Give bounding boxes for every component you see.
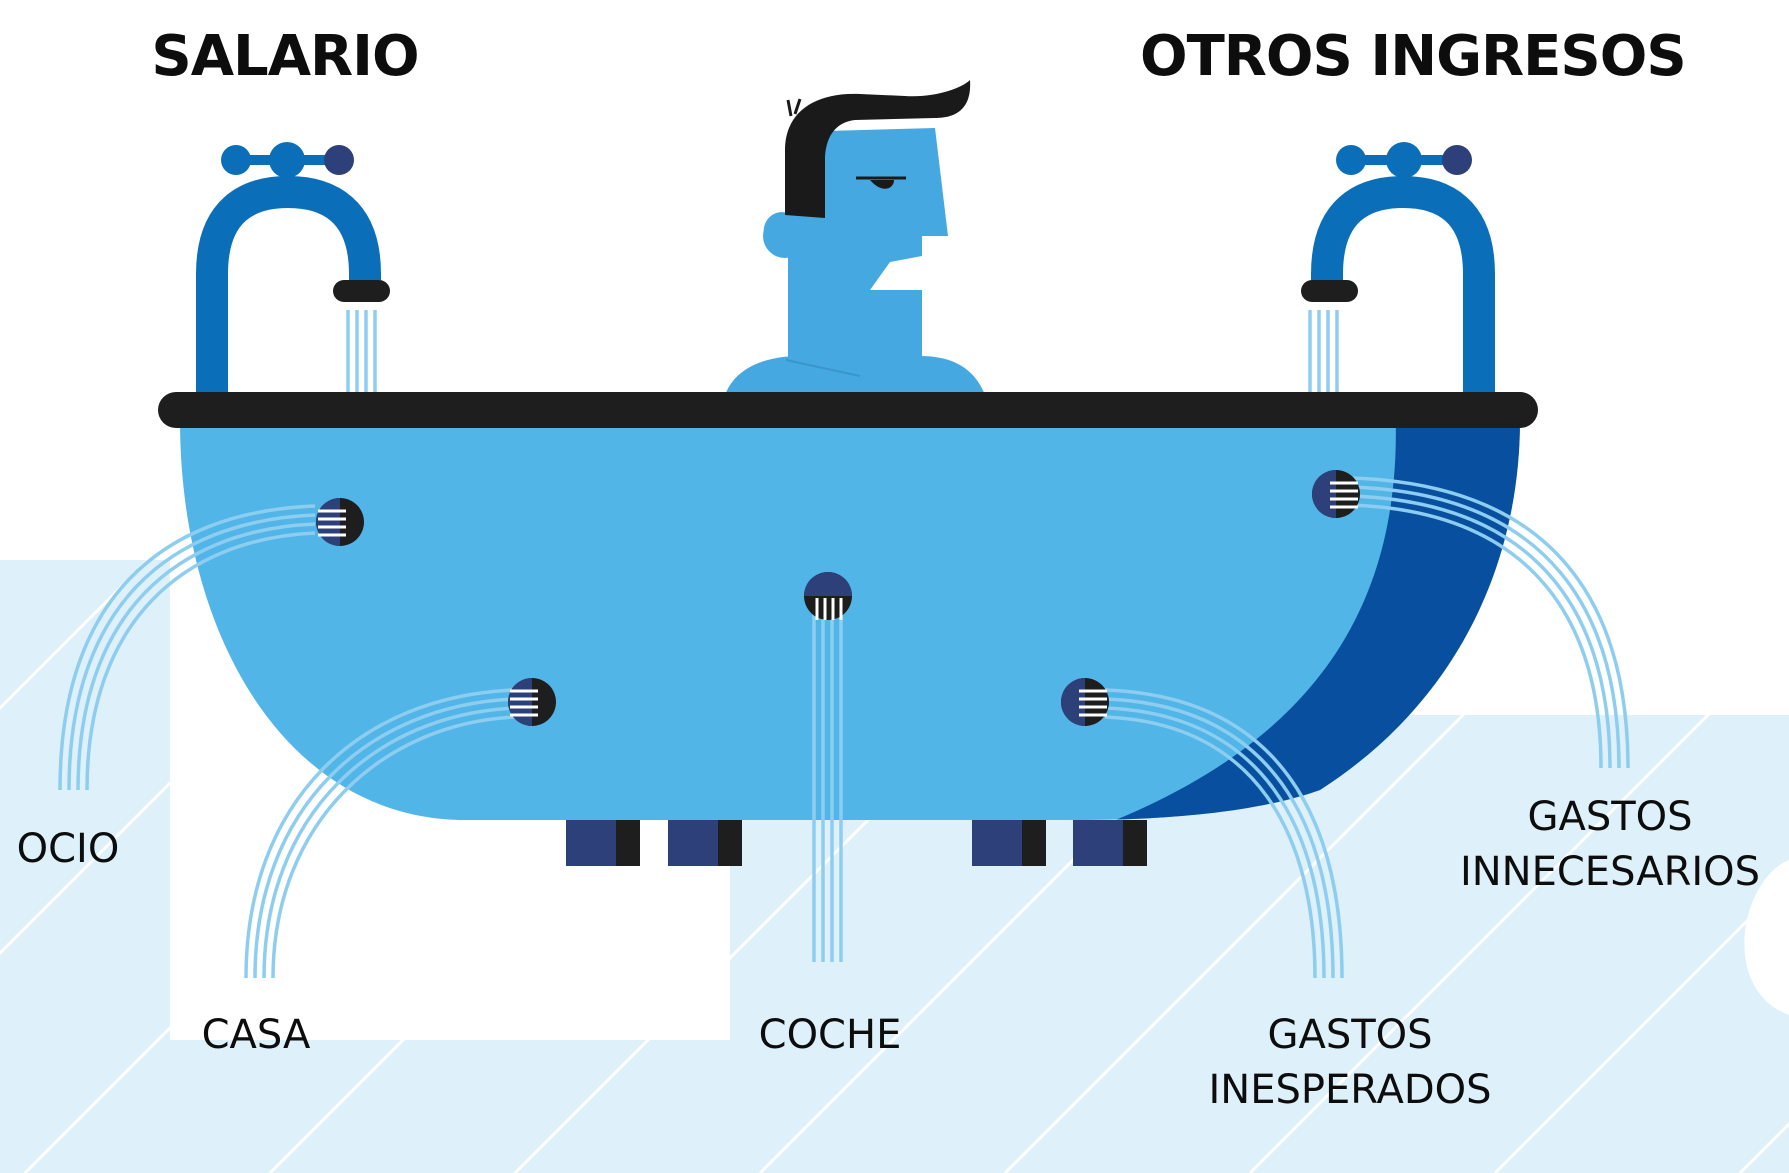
person-neck-line	[785, 359, 861, 377]
gastos-inesperados-label: GASTOS INESPERADOS	[1180, 1008, 1520, 1118]
water-stream-icon	[58, 504, 316, 791]
gastos-inesperados-line-2: INESPERADOS	[1208, 1067, 1492, 1114]
water-stream-icon	[812, 600, 843, 962]
tub-foot	[668, 820, 718, 866]
water-stream-icon	[1308, 310, 1339, 392]
drain-hole-icon	[1312, 470, 1360, 518]
faucet-spout	[1301, 280, 1358, 302]
person-ear	[763, 214, 807, 258]
water-stream-icon	[346, 310, 377, 392]
background-stripe	[1248, 560, 1789, 1173]
water-stream-icon	[1349, 476, 1630, 769]
gastos-innecesarios-line-1: GASTOS	[1527, 794, 1693, 840]
gastos-innecesarios-label: GASTOS INNECESARIOS	[1440, 790, 1780, 900]
drain-hole-icon	[316, 498, 364, 546]
coche-label: COCHE	[758, 1012, 902, 1058]
otros-ingresos-title: OTROS INGRESOS	[1140, 24, 1687, 89]
casa-label: CASA	[201, 1012, 311, 1058]
right-faucet	[1301, 142, 1495, 395]
tub-rim	[158, 392, 1538, 428]
salario-title: SALARIO	[151, 24, 419, 89]
faucet-spout	[333, 280, 390, 302]
gastos-inesperados-line-1: GASTOS	[1267, 1012, 1433, 1058]
ocio-label: OCIO	[16, 826, 120, 872]
gastos-innecesarios-line-2: INNECESARIOS	[1459, 849, 1761, 896]
person-hair-tuft	[786, 98, 802, 117]
drain-hole-icon	[1061, 678, 1109, 726]
water-stream-icon	[244, 688, 516, 979]
faucet-icon	[1311, 142, 1495, 395]
person-eye	[870, 180, 894, 189]
background-stripe	[1493, 560, 1789, 1173]
faucet-icon	[196, 142, 381, 395]
tub-foot-edge	[1123, 820, 1147, 866]
drain-holes	[316, 470, 1360, 726]
tub-foot	[1073, 820, 1123, 866]
tub-foot-edge	[616, 820, 640, 866]
person-hair	[785, 80, 971, 218]
tub-body	[180, 420, 1520, 820]
tub-foot	[566, 820, 616, 866]
tub-foot-edge	[718, 820, 742, 866]
tub-feet	[566, 820, 1147, 866]
drain-streams	[58, 476, 1630, 979]
person-figure	[725, 80, 985, 395]
left-faucet	[196, 142, 390, 395]
tub-foot	[972, 820, 1022, 866]
tub-foot-edge	[1022, 820, 1046, 866]
drain-hole-icon	[804, 572, 852, 620]
drain-hole-icon	[508, 678, 556, 726]
water-stream-icon	[1104, 688, 1344, 979]
